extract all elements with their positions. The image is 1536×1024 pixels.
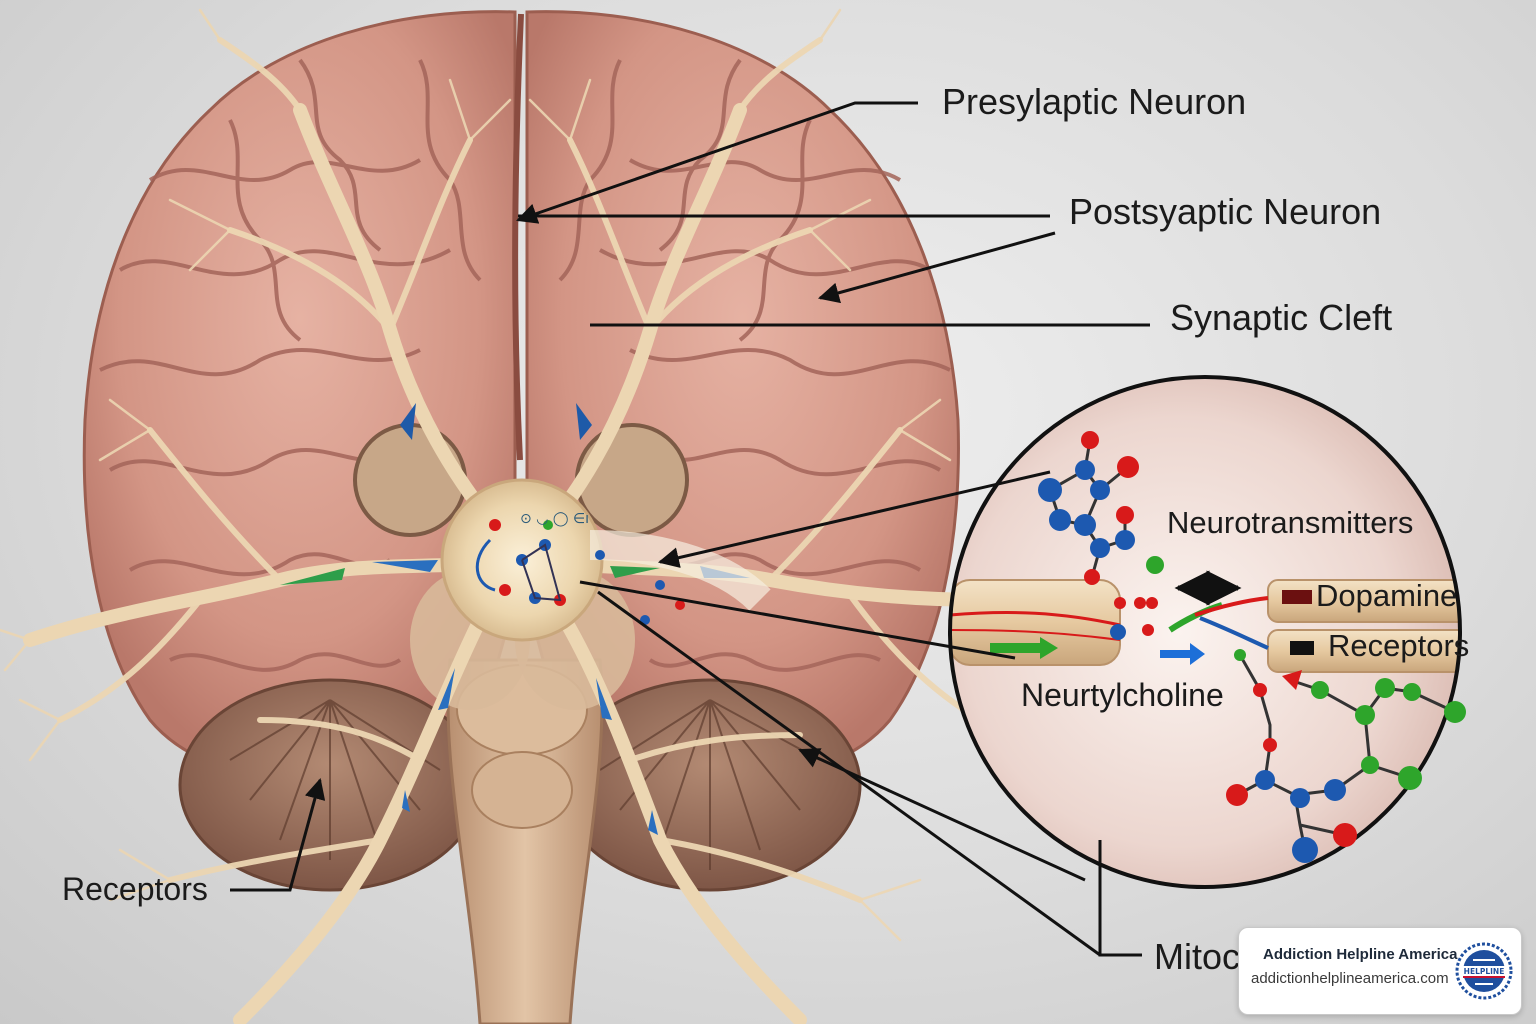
postsynaptic-terminal-top bbox=[1267, 579, 1460, 623]
label-postsynaptic-neuron: Postsyaptic Neuron bbox=[1069, 191, 1382, 232]
molecule-left-atoms bbox=[1038, 431, 1164, 585]
label-dopamine: Dopamine bbox=[1316, 578, 1458, 613]
label-presynaptic-neuron: Presylaptic Neuron bbox=[942, 81, 1247, 122]
helpline-badge[interactable]: Addiction Helpline America addictionhelp… bbox=[1238, 927, 1522, 1015]
label-mitochondria: Mitoc bbox=[1154, 936, 1241, 977]
leader-mito-b bbox=[798, 748, 1086, 882]
helpline-seal-icon: HELPLINE bbox=[1455, 942, 1513, 1000]
leader-receptors-left bbox=[230, 777, 326, 892]
leader-acetylcholine bbox=[579, 580, 1016, 660]
zoom-inset bbox=[948, 375, 1466, 889]
label-neurotransmitters: Neurotransmitters bbox=[1167, 505, 1414, 540]
leader-postsynaptic-b bbox=[817, 231, 1056, 304]
leader-lines bbox=[230, 101, 1150, 957]
longitudinal-fissure bbox=[512, 13, 524, 461]
core-molecules bbox=[475, 519, 685, 625]
label-acetylcholine: Neurtylcholine bbox=[1021, 677, 1224, 713]
postsynaptic-terminal-bottom bbox=[1267, 629, 1460, 673]
cleft-molecules bbox=[1110, 570, 1314, 665]
label-receptors-right: Receptors bbox=[1328, 628, 1470, 663]
leader-presynaptic bbox=[516, 101, 918, 224]
badge-logo-text: HELPLINE bbox=[1464, 967, 1505, 976]
label-receptors-left: Receptors bbox=[62, 871, 208, 907]
badge-title: Addiction Helpline America bbox=[1263, 946, 1458, 963]
label-core-caption: ⊙ ◡ ◯ ∈ı bbox=[520, 511, 590, 527]
molecule-bottom-atoms bbox=[1226, 649, 1466, 863]
badge-url[interactable]: addictionhelplineamerica.com bbox=[1251, 970, 1449, 987]
label-synaptic-cleft: Synaptic Cleft bbox=[1170, 297, 1393, 338]
leader-neurotransmitter bbox=[657, 470, 1051, 568]
brain-stem bbox=[446, 658, 604, 1024]
